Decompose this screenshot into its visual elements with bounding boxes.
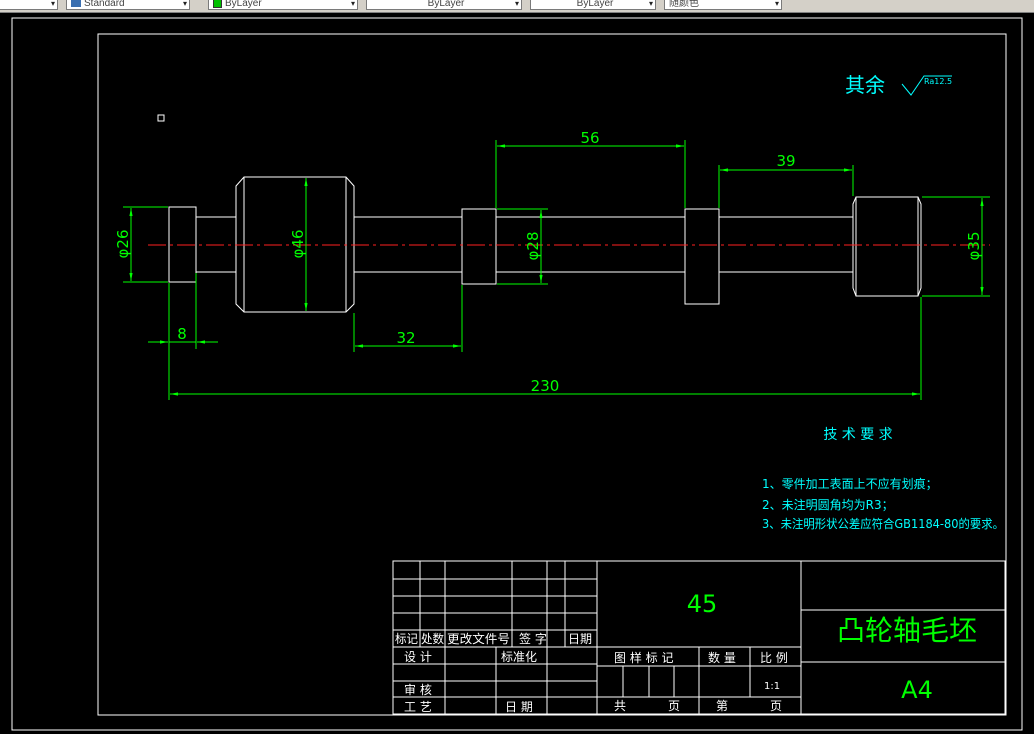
linetype-dropdown[interactable]: ByLayer▾ <box>366 0 522 10</box>
chevron-down-icon: ▾ <box>350 0 355 8</box>
dim-phi26: φ26 <box>114 230 132 259</box>
material-value: 45 <box>687 590 718 618</box>
tech-note-2: 2、未注明圆角均为R3； <box>762 497 894 512</box>
chevron-down-icon: ▾ <box>648 0 653 8</box>
label-page: 页 <box>668 699 680 713</box>
color-swatch-icon <box>213 0 222 8</box>
chevron-down-icon: ▾ <box>514 0 519 8</box>
rev-header-count: 处数 <box>421 631 444 646</box>
inner-frame <box>97 33 1007 716</box>
dim-8: 8 <box>177 325 187 343</box>
tech-note-3: 3、未注明形状公差应符合GB1184-80的要求。 <box>762 516 1004 531</box>
dimension-texts: 56 39 φ26 φ46 φ28 φ35 8 32 230 <box>114 129 983 395</box>
chevron-down-icon: ▾ <box>774 0 779 8</box>
layer-dropdown[interactable]: ByLayer▾ <box>208 0 358 10</box>
roughness-value: Ra12.5 <box>924 77 952 86</box>
crosshair-pickbox[interactable] <box>157 114 165 122</box>
scale-value: 1:1 <box>764 681 780 692</box>
rev-header-file: 更改文件号 <box>447 631 510 646</box>
roughness-note: 其余 <box>845 73 885 97</box>
tech-requirements-title: 技 术 要 求 <box>823 427 892 443</box>
label-ratio: 比 例 <box>760 651 788 665</box>
dim-style-dropdown[interactable]: Standard▾ <box>66 0 190 10</box>
tech-note-1: 1、零件加工表面上不应有划痕； <box>762 476 938 491</box>
text-style-dropdown[interactable]: ▾ <box>0 0 58 10</box>
dim-phi46: φ46 <box>289 230 307 259</box>
label-quantity: 数 量 <box>708 650 736 665</box>
label-page-2: 页 <box>770 699 782 713</box>
label-process: 工 艺 <box>404 700 432 714</box>
plotstyle-dropdown[interactable]: 随颜色▾ <box>664 0 782 10</box>
roughness-symbol-icon <box>901 75 952 96</box>
chevron-down-icon: ▾ <box>50 0 55 8</box>
dim-230: 230 <box>531 377 560 395</box>
rev-header-date: 日期 <box>568 632 592 646</box>
dim-32: 32 <box>396 329 415 347</box>
label-design: 设 计 <box>404 650 432 664</box>
rev-header-mark: 标记 <box>395 632 418 646</box>
label-standardize: 标准化 <box>501 650 537 664</box>
outer-frame <box>11 17 1023 731</box>
title-block-labels: 标记 处数 更改文件号 签 字 日期 设 计 标准化 审 核 工 艺 日 期 图… <box>395 631 788 714</box>
label-total: 共 <box>614 699 626 713</box>
dim-phi28: φ28 <box>524 232 542 261</box>
label-stage-mark: 图 样 标 记 <box>614 650 673 665</box>
cad-drawing-canvas[interactable]: 其余 Ra12.5 <box>0 12 1034 734</box>
dim-56: 56 <box>580 129 599 147</box>
part-name: 凸轮轴毛坯 <box>837 614 977 647</box>
rev-header-sign: 签 字 <box>519 631 547 646</box>
label-review: 审 核 <box>404 682 432 697</box>
dimension-lines <box>123 140 990 400</box>
lineweight-dropdown[interactable]: ByLayer▾ <box>530 0 656 10</box>
sheet-size: A4 <box>901 676 933 704</box>
chevron-down-icon: ▾ <box>182 0 187 8</box>
label-date: 日 期 <box>505 700 533 714</box>
title-block-grid <box>392 560 1006 715</box>
dimstyle-icon <box>71 0 81 8</box>
dim-39: 39 <box>776 152 795 170</box>
label-sheet-no: 第 <box>716 699 728 713</box>
properties-toolbar: ▾ Standard▾ ByLayer▾ ByLayer▾ ByLayer▾ 随… <box>0 0 1034 13</box>
dim-phi35: φ35 <box>965 232 983 261</box>
